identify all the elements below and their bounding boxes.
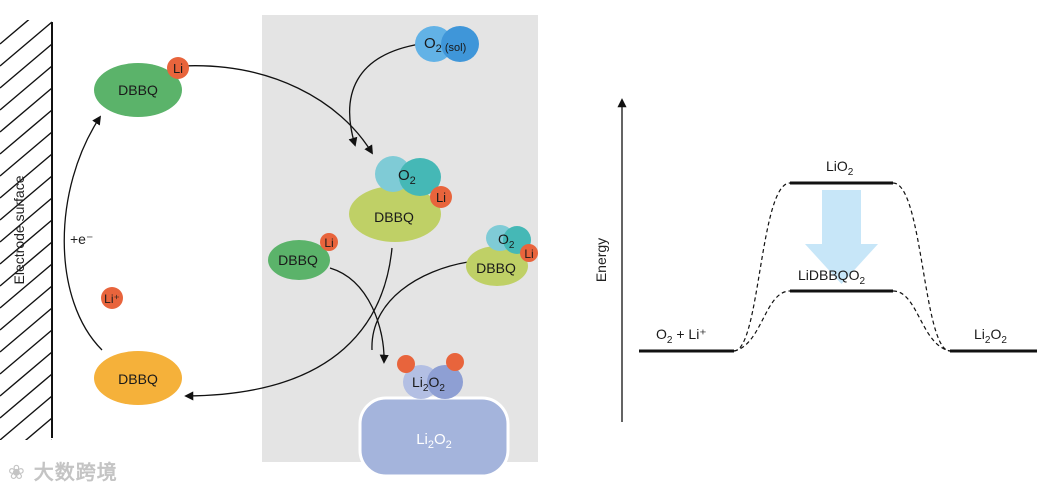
- hatch-line: [0, 197, 52, 243]
- complex-right: O2 DBBQ Li: [466, 225, 538, 286]
- dbbq-small-label: DBBQ: [278, 252, 318, 268]
- electron-label: +e⁻: [70, 231, 93, 247]
- li2o2-solid-label: Li2O2: [416, 431, 452, 451]
- stabilization-arrow: [805, 190, 878, 284]
- complex-right-li: Li: [524, 247, 533, 261]
- dbbq-li-to-li2o2-arrow: [329, 267, 389, 364]
- li2o2-cluster: Li2O2: [397, 353, 464, 399]
- o2-sol: O2 (sol): [415, 26, 479, 62]
- hatch-line: [0, 307, 52, 353]
- label-product: Li2O2: [974, 326, 1007, 346]
- o2-arrow: [348, 43, 421, 147]
- label-lio2: LiO2: [826, 158, 854, 178]
- complex-right-dbbq: DBBQ: [476, 260, 516, 276]
- o2-sol-label: O2 (sol): [424, 35, 466, 55]
- cycle-arc-top: [181, 65, 373, 155]
- cycle-arc-bottom: [184, 247, 393, 401]
- watermark: ❀ 大数跨境: [8, 456, 118, 485]
- complex-center-dbbq: DBBQ: [374, 209, 414, 225]
- hatch-line: [0, 43, 52, 89]
- li-top-label: Li: [173, 61, 183, 76]
- hatch-line: [0, 131, 52, 177]
- dbbq-li-top: DBBQ Li: [94, 57, 189, 117]
- barrier-upper-path: [733, 182, 951, 352]
- cycle-arc-left: [63, 115, 103, 351]
- hatch-line: [0, 329, 52, 375]
- electrode-label: Electrode surface: [11, 175, 27, 284]
- li2o2-cluster-label: Li2O2: [412, 374, 445, 394]
- label-lidbbqo2: LiDBBQO2: [798, 267, 865, 287]
- hatch-line: [0, 65, 52, 111]
- dbbq-top-label: DBBQ: [118, 82, 158, 98]
- hatch-line: [24, 417, 52, 440]
- watermark-icon: ❀: [8, 460, 26, 484]
- hatch-line: [0, 263, 52, 309]
- watermark-text: 大数跨境: [33, 460, 118, 484]
- li2o2-solid: Li2O2: [358, 396, 510, 478]
- hatch-line: [0, 395, 52, 440]
- li-ion-label: Li⁺: [104, 292, 120, 306]
- complex-center-o2: O2: [398, 167, 416, 187]
- energy-axis-label: Energy: [593, 238, 609, 282]
- hatch-line: [0, 351, 52, 397]
- complex-to-li2o2-arrow: [371, 261, 469, 351]
- hatch-line: [0, 109, 52, 155]
- dbbq-li-small: DBBQ Li: [268, 233, 338, 280]
- dbbq-bottom: DBBQ: [94, 351, 182, 405]
- hatch-line: [0, 153, 52, 199]
- hatch-line: [0, 285, 52, 331]
- complex-right-o2: O2: [498, 231, 515, 251]
- barrier-lower-path: [733, 290, 951, 352]
- hatch-line: [0, 219, 52, 265]
- hatch-line: [0, 21, 52, 67]
- hatch-line: [0, 241, 52, 287]
- hatch-line: [0, 175, 52, 221]
- hatch-line: [0, 87, 52, 133]
- li-small-label: Li: [324, 236, 333, 250]
- complex-center: O2 DBBQ Li: [349, 156, 452, 242]
- electrode-hatching: [0, 20, 52, 440]
- hatch-line: [0, 20, 30, 45]
- li-ion: Li⁺: [101, 287, 123, 309]
- hatch-line: [0, 373, 52, 419]
- dbbq-bottom-label: DBBQ: [118, 371, 158, 387]
- complex-center-li: Li: [436, 190, 446, 205]
- label-reactants: O2 + Li⁺: [656, 326, 707, 346]
